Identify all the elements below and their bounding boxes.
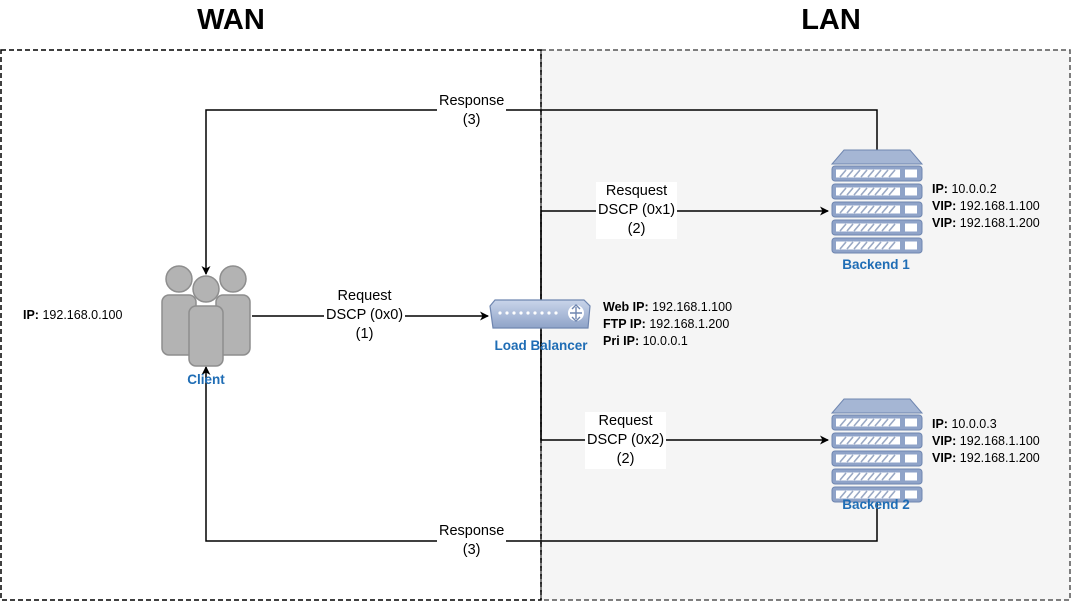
edge-lb-to-backend1 <box>540 206 829 300</box>
info-row: Pri IP: 10.0.0.1 <box>603 333 732 350</box>
load-balancer-label: Load Balancer <box>494 338 588 353</box>
info-row: IP: 10.0.0.3 <box>932 416 1040 433</box>
edge-label-line: (3) <box>462 542 481 558</box>
client-label: Client <box>187 372 225 387</box>
wan-title: WAN <box>197 4 265 36</box>
info-key: FTP IP: <box>603 317 646 331</box>
info-value: 192.168.1.200 <box>959 451 1040 465</box>
info-key: Web IP: <box>603 300 649 314</box>
load-balancer-icon <box>489 299 591 329</box>
edge-label-line: Request <box>337 288 392 304</box>
client-info: IP: 192.168.0.100 <box>23 307 122 324</box>
info-value: 192.168.0.100 <box>42 308 123 322</box>
info-value: 192.168.1.100 <box>652 300 733 314</box>
edge-label-line: DSCP (0x0) <box>326 307 404 323</box>
info-key: IP: <box>932 417 948 431</box>
users-group-icon <box>161 265 251 367</box>
edge-label-line: DSCP (0x1) <box>598 202 676 218</box>
info-key: VIP: <box>932 451 957 465</box>
edge-backend2-to-client <box>201 366 878 542</box>
info-key: Pri IP: <box>603 334 640 348</box>
edge-label-line: Response <box>439 523 505 539</box>
info-row: IP: 10.0.0.2 <box>932 181 1040 198</box>
info-row: VIP: 192.168.1.100 <box>932 433 1040 450</box>
lan-title: LAN <box>801 4 861 36</box>
info-value: 192.168.1.200 <box>959 216 1040 230</box>
edge-label-line: Request <box>598 413 653 429</box>
info-key: VIP: <box>932 434 957 448</box>
edge-label-line: (1) <box>355 326 374 342</box>
edge-label-line: Response <box>439 93 505 109</box>
edge-label-lb-to-backend2: Request DSCP (0x2) (2) <box>585 412 667 469</box>
info-row: VIP: 192.168.1.100 <box>932 198 1040 215</box>
edge-label-line: (2) <box>627 221 646 237</box>
edge-label-backend2-to-client: Response (3) <box>437 522 507 560</box>
backend1-info: IP: 10.0.0.2 VIP: 192.168.1.100 VIP: 192… <box>932 181 1040 232</box>
edge-label-lb-to-backend1: Resquest DSCP (0x1) (2) <box>596 182 678 239</box>
lan-zone <box>540 49 1071 601</box>
edge-label-line: (2) <box>616 451 635 467</box>
info-value: 192.168.1.100 <box>959 199 1040 213</box>
info-row: VIP: 192.168.1.200 <box>932 215 1040 232</box>
wan-zone <box>0 49 542 601</box>
info-value: 10.0.0.3 <box>951 417 997 431</box>
info-value: 192.168.1.200 <box>649 317 730 331</box>
edge-label-line: (3) <box>462 112 481 128</box>
info-key: VIP: <box>932 216 957 230</box>
edge-label-client-to-lb: Request DSCP (0x0) (1) <box>324 287 406 344</box>
edge-label-backend1-to-client: Response (3) <box>437 92 507 130</box>
edge-label-line: Resquest <box>605 183 668 199</box>
info-value: 10.0.0.2 <box>951 182 997 196</box>
info-row: VIP: 192.168.1.200 <box>932 450 1040 467</box>
info-key: IP: <box>23 308 39 322</box>
info-row: IP: 192.168.0.100 <box>23 307 122 324</box>
edge-lb-to-backend2 <box>540 330 829 445</box>
edge-label-line: DSCP (0x2) <box>587 432 665 448</box>
info-row: Web IP: 192.168.1.100 <box>603 299 732 316</box>
info-row: FTP IP: 192.168.1.200 <box>603 316 732 333</box>
backend1-label: Backend 1 <box>842 257 910 272</box>
info-value: 10.0.0.1 <box>642 334 688 348</box>
load-balancer-info: Web IP: 192.168.1.100 FTP IP: 192.168.1.… <box>603 299 732 350</box>
info-key: IP: <box>932 182 948 196</box>
backend2-label: Backend 2 <box>842 497 910 512</box>
backend2-info: IP: 10.0.0.3 VIP: 192.168.1.100 VIP: 192… <box>932 416 1040 467</box>
info-key: VIP: <box>932 199 957 213</box>
info-value: 192.168.1.100 <box>959 434 1040 448</box>
edge-backend1-to-client <box>201 109 878 275</box>
